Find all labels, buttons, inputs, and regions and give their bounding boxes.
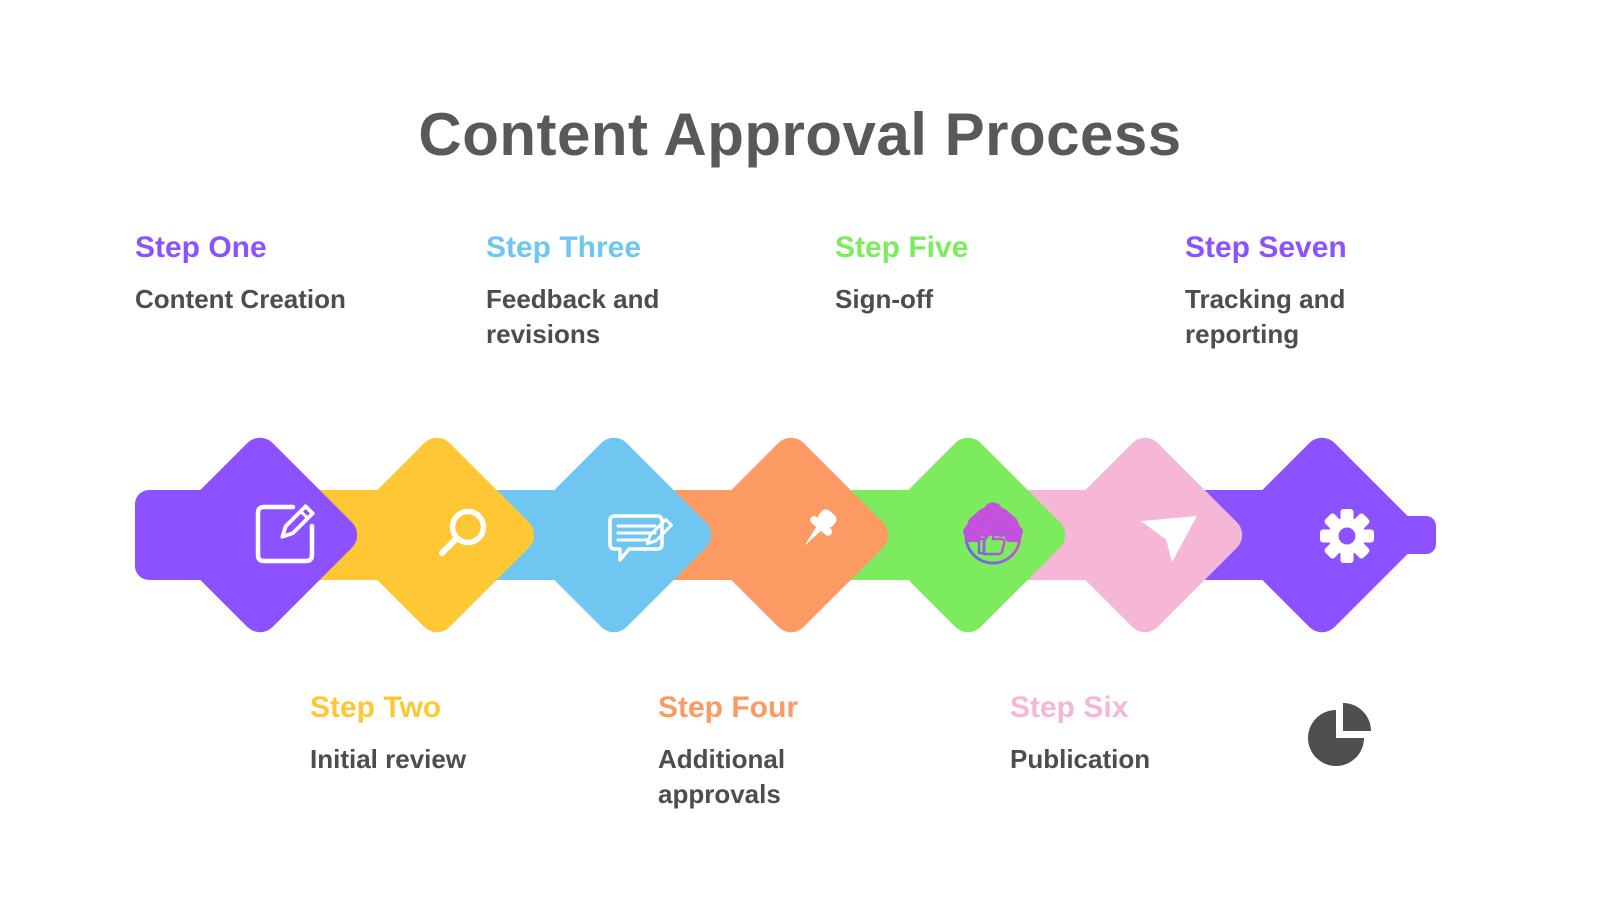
step-seven-description: Tracking and reporting <box>1185 283 1346 349</box>
step-three-title: Step Three <box>486 231 642 264</box>
paper-plane-icon <box>1141 516 1197 562</box>
step-six-title: Step Six <box>1010 691 1129 724</box>
step-five-title: Step Five <box>835 231 969 264</box>
step-two-title: Step Two <box>310 691 442 724</box>
step-six-description: Publication <box>1010 743 1151 774</box>
pie-chart-icon <box>1308 703 1371 766</box>
page-title: Content Approval Process <box>418 101 1182 168</box>
step-one-title: Step One <box>135 231 267 264</box>
step-one-description: Content Creation <box>135 283 346 314</box>
arrow-step-one <box>135 437 358 633</box>
search-icon <box>439 508 487 556</box>
step-four-title: Step Four <box>658 691 798 724</box>
step-seven-title: Step Seven <box>1185 231 1347 264</box>
rating-stars-icon <box>966 509 1020 565</box>
step-two-label-block: Step Two Initial review <box>310 691 550 777</box>
step-three-description: Feedback and revisions <box>486 283 660 349</box>
step-six-label-block: Step Six Publication <box>1010 691 1250 777</box>
step-two-description: Initial review <box>310 743 467 774</box>
step-one-label-block: Step One Content Creation <box>135 231 395 317</box>
step-five-description: Sign-off <box>835 283 934 314</box>
chat-edit-icon <box>608 514 673 562</box>
edit-icon <box>255 504 315 564</box>
step-seven-label-block: Step Seven Tracking and reporting <box>1185 231 1375 352</box>
gear-icon <box>1320 509 1374 563</box>
step-three-label-block: Step Three Feedback and revisions <box>486 231 686 352</box>
step-four-label-block: Step Four Additional approvals <box>658 691 818 812</box>
step-five-label-block: Step Five Sign-off <box>835 231 1075 317</box>
pushpin-icon <box>804 509 837 546</box>
step-four-description: Additional approvals <box>658 743 786 809</box>
